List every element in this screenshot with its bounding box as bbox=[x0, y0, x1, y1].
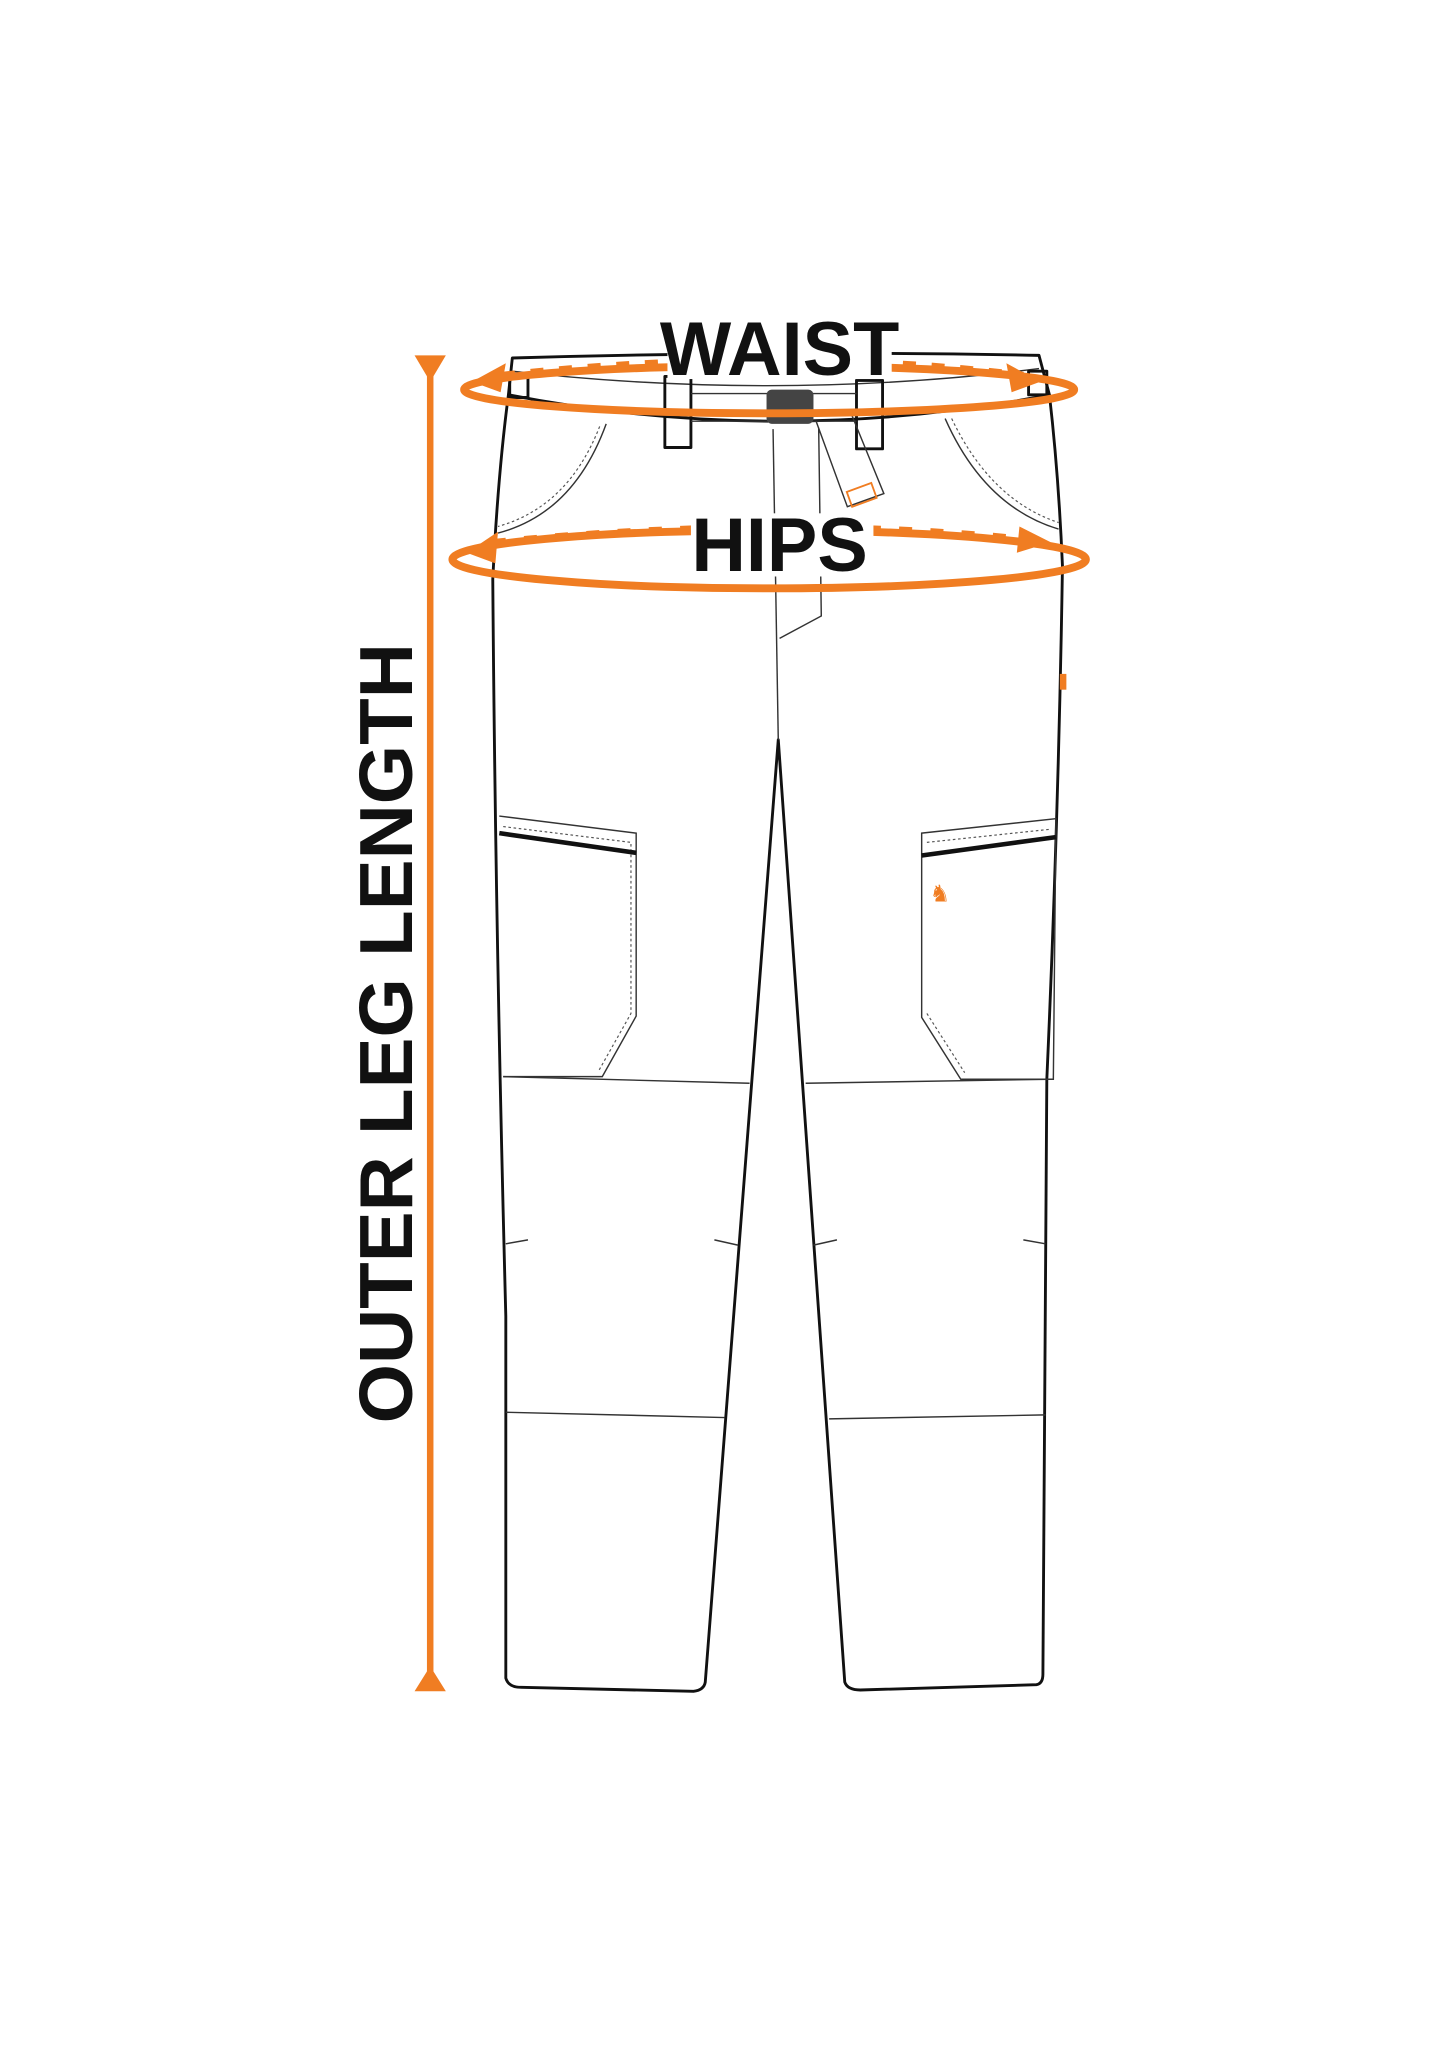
fly-stitch bbox=[779, 427, 823, 639]
knee-seam-right bbox=[805, 1078, 1050, 1084]
pants-drawing: ♞ bbox=[491, 351, 1067, 1693]
cargo-zip-right bbox=[921, 834, 1057, 858]
outer-leg-length-label: OUTER LEG LENGTH bbox=[344, 643, 429, 1423]
hips-arrow-left-icon bbox=[466, 531, 498, 564]
arrow-bottom-icon bbox=[414, 1666, 446, 1692]
waist-label-bg bbox=[667, 313, 892, 380]
belt-buckle bbox=[766, 389, 814, 424]
waist-label: WAIST bbox=[660, 307, 899, 392]
cargo-stitch-left bbox=[503, 825, 632, 1072]
side-logo-tab bbox=[1059, 673, 1067, 690]
hips-label: HIPS bbox=[691, 503, 867, 588]
hips-label-bg bbox=[690, 513, 874, 577]
arrow-top-icon bbox=[414, 355, 446, 382]
brand-logo-icon: ♞ bbox=[929, 881, 950, 907]
waist-arrow-left-icon bbox=[471, 363, 506, 393]
hips-measurement: HIPS bbox=[448, 503, 1090, 593]
cargo-pocket-right bbox=[920, 817, 1057, 1081]
waist-measurement: WAIST bbox=[460, 307, 1079, 418]
lower-seam-left bbox=[505, 1411, 725, 1419]
hips-arrow-right-icon bbox=[1016, 526, 1051, 553]
pocket-stitch-right bbox=[951, 418, 1059, 524]
pocket-stitch-left bbox=[497, 426, 601, 528]
waist-arrow-right-icon bbox=[1006, 363, 1041, 393]
cargo-pocket-left bbox=[499, 815, 637, 1078]
cargo-stitch-right bbox=[926, 828, 1051, 1074]
belt-tail-logo bbox=[845, 481, 878, 508]
belt-tail bbox=[815, 410, 885, 508]
front-pocket-left bbox=[497, 423, 607, 534]
cargo-zip-left bbox=[498, 830, 637, 856]
knee-darts bbox=[505, 1239, 1046, 1246]
knee-seam-left bbox=[503, 1075, 750, 1084]
front-pocket-right bbox=[944, 418, 1059, 530]
outer-leg-length-measurement: OUTER LEG LENGTH bbox=[344, 355, 446, 1692]
lower-seam-right bbox=[829, 1414, 1046, 1420]
waistband-top-inner bbox=[512, 367, 1040, 387]
